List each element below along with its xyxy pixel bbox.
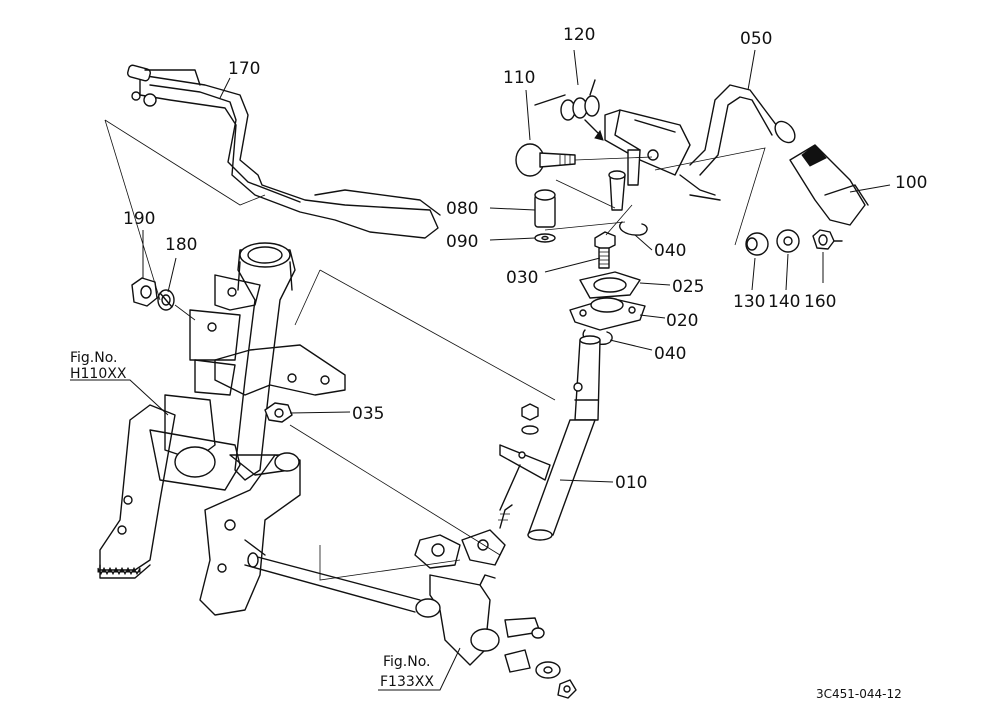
washer-180 (157, 289, 175, 311)
label-035: 035 (352, 404, 384, 424)
lever-bracket (604, 109, 691, 211)
label-040-bottom: 040 (654, 344, 686, 364)
bolt-030 (594, 231, 616, 269)
nut-160 (812, 229, 843, 250)
figure-references: Fig.No. H110XX Fig.No. F133XX (70, 350, 434, 690)
label-030: 030 (506, 268, 538, 288)
label-110: 110 (503, 68, 535, 88)
spring-120 (534, 79, 604, 141)
label-160: 160 (804, 292, 836, 312)
flange-020 (569, 297, 646, 331)
label-025: 025 (672, 277, 704, 297)
label-170: 170 (228, 59, 260, 79)
lower-linkage (414, 504, 577, 699)
label-010: 010 (615, 473, 647, 493)
label-100: 100 (895, 173, 927, 193)
lever-050 (679, 84, 796, 201)
diagram-code: 3C451-044-12 (816, 687, 902, 701)
fig-ref-f133xx-title: Fig.No. (383, 654, 431, 670)
bracket-assembly (97, 242, 421, 616)
washer-140 (776, 229, 800, 253)
bolt-110 (515, 143, 576, 177)
fig-ref-f133xx-code: F133XX (380, 674, 434, 690)
label-140: 140 (768, 292, 800, 312)
label-080: 080 (446, 199, 478, 219)
part-labels: 170 120 110 050 100 080 090 040 030 025 … (123, 25, 927, 493)
label-040-top: 040 (654, 241, 686, 261)
label-180: 180 (165, 235, 197, 255)
assembly-lines (104, 119, 766, 581)
fig-ref-h110xx-code: H110XX (70, 366, 127, 382)
fig-ref-h110xx-title: Fig.No. (70, 350, 118, 366)
shaft-010 (499, 335, 601, 541)
washer-090 (534, 233, 556, 243)
label-020: 020 (666, 311, 698, 331)
gasket-025 (579, 271, 641, 299)
collar-130 (745, 232, 769, 256)
label-130: 130 (733, 292, 765, 312)
leader-lines (70, 49, 891, 691)
nut-190 (131, 277, 158, 307)
label-050: 050 (740, 29, 772, 49)
knob-100 (789, 144, 869, 226)
collar-080 (534, 189, 556, 228)
label-120: 120 (563, 25, 595, 45)
clip-040-top (619, 221, 648, 236)
label-090: 090 (446, 232, 478, 252)
linkage-rod-170 (127, 64, 441, 239)
label-190: 190 (123, 209, 155, 229)
